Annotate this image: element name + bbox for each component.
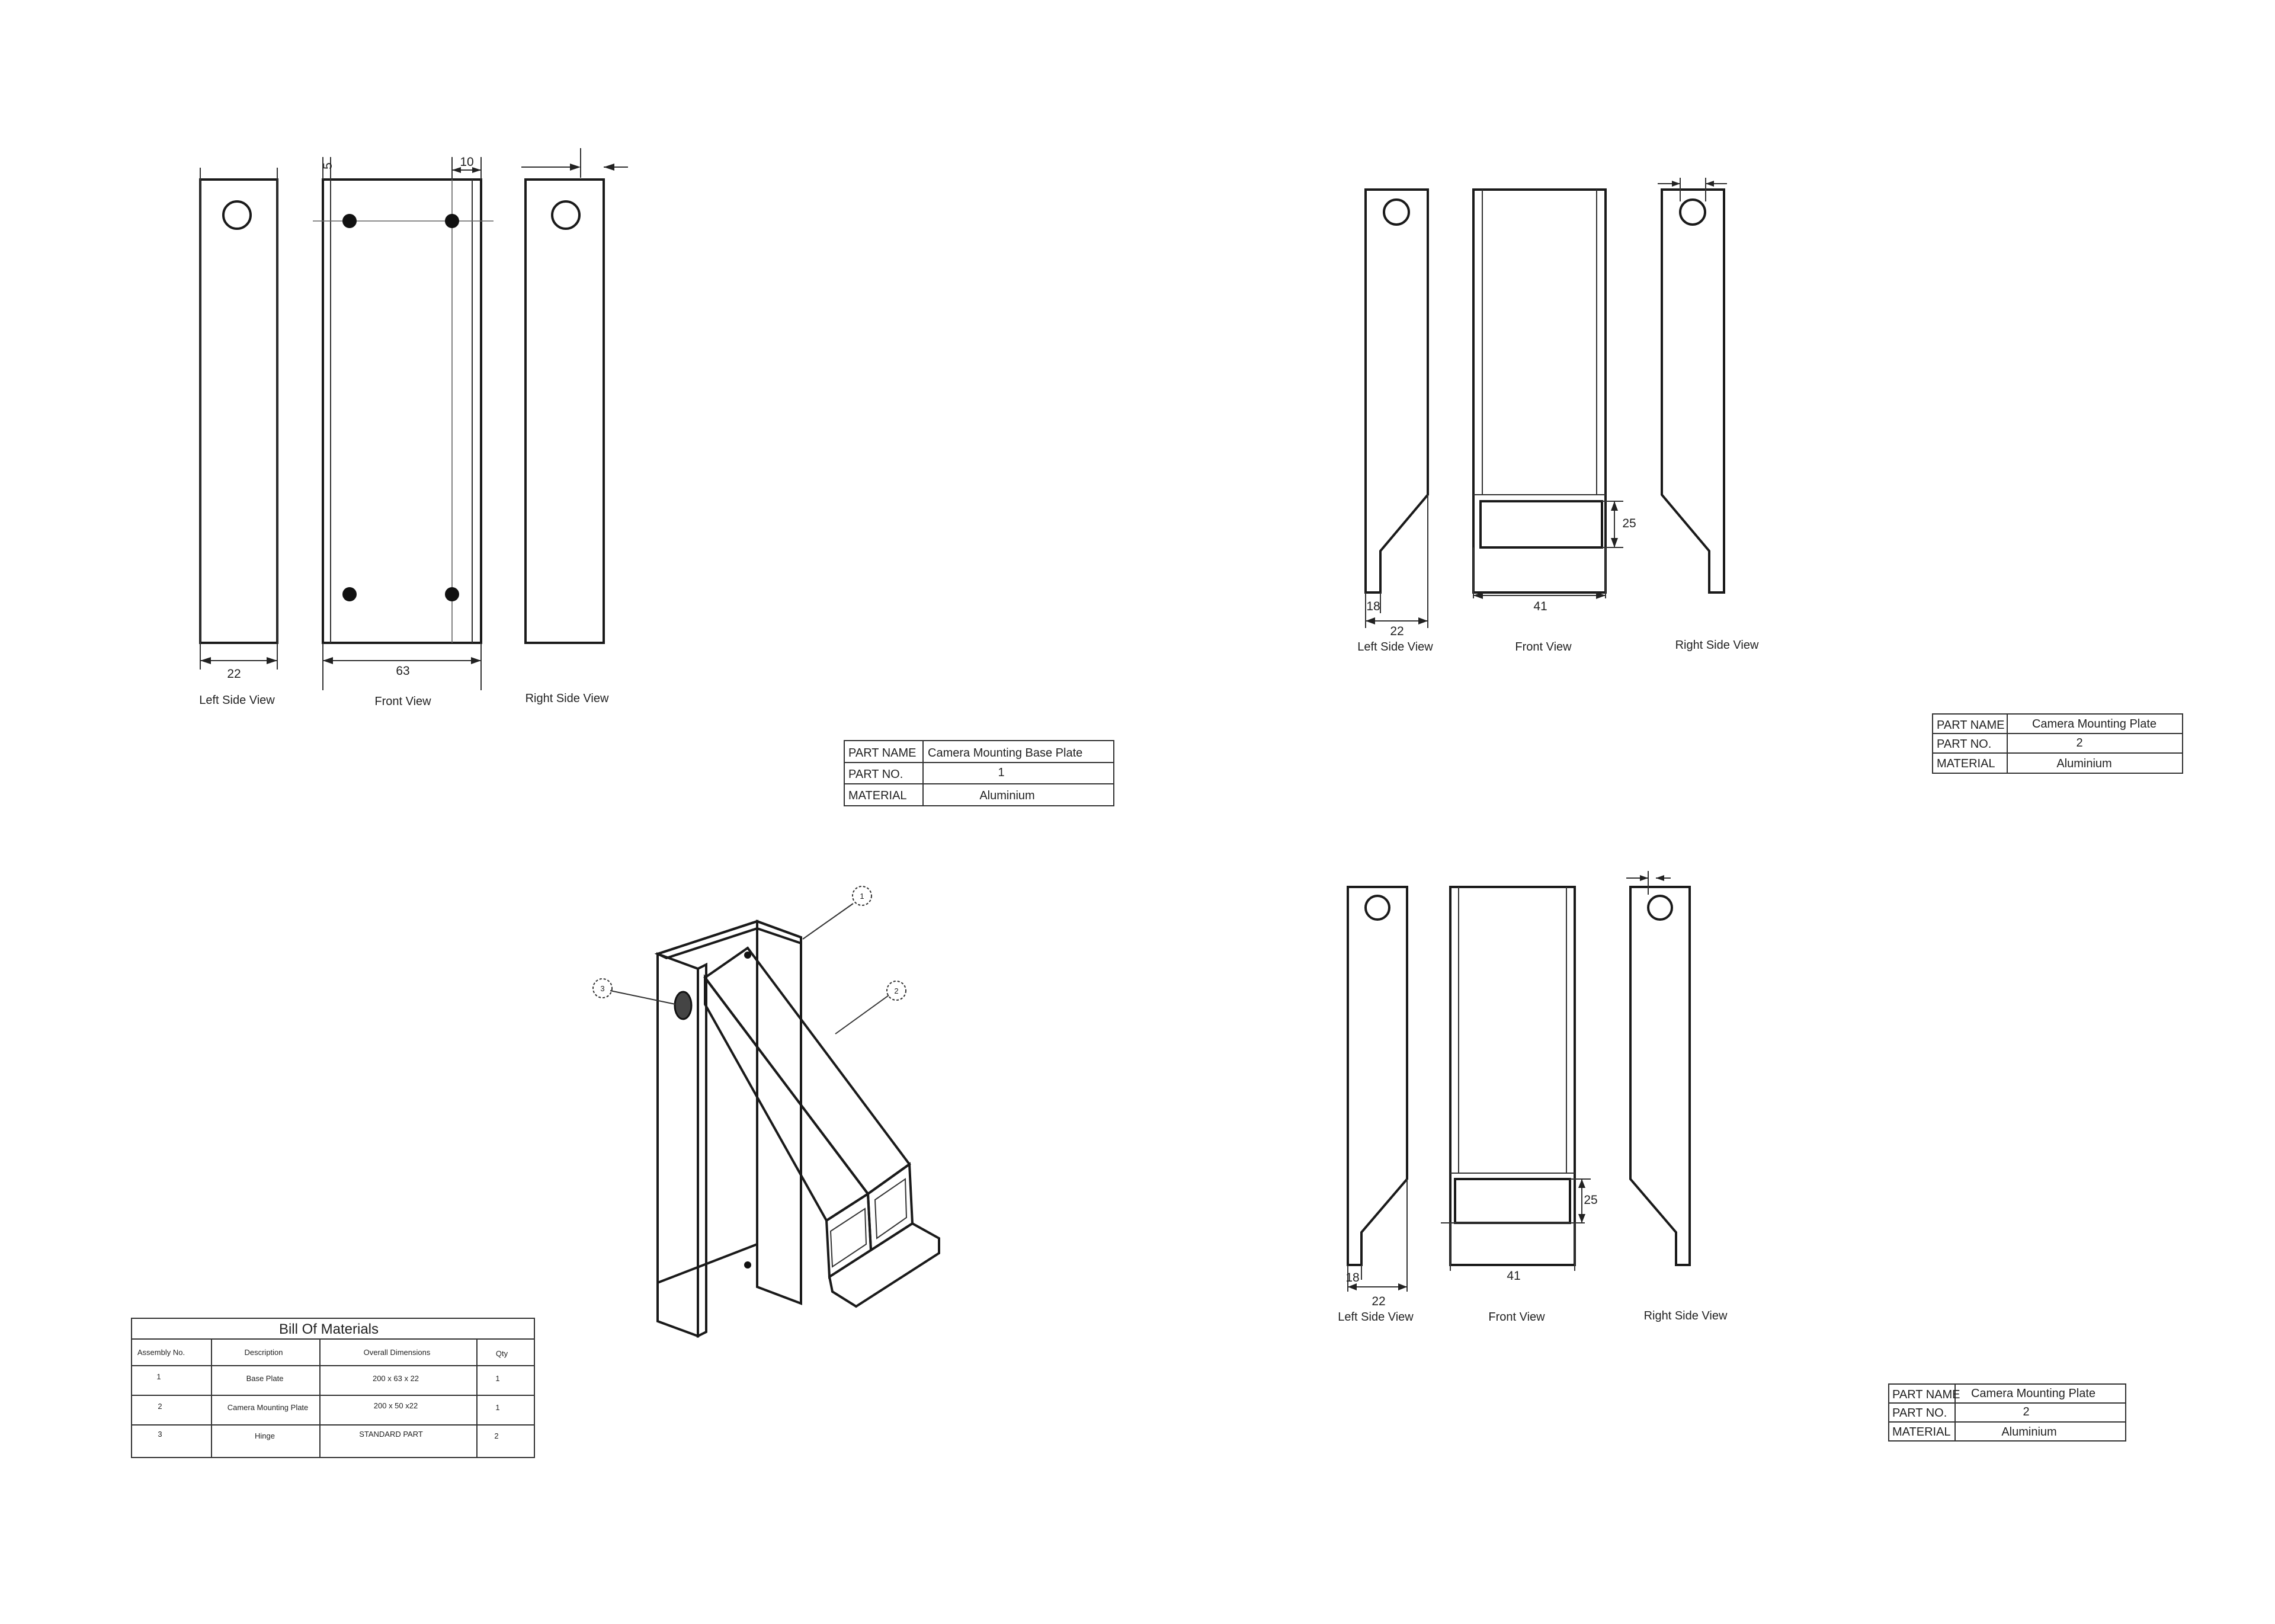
base-dim-offset: 10: [460, 155, 473, 169]
bom-header-dimensions: Overall Dimensions: [364, 1348, 431, 1357]
bom-header-qty: Qty: [496, 1349, 508, 1358]
bill-of-materials-table: Bill Of Materials Assembly No. Descripti…: [131, 1318, 535, 1458]
callout-3-bubble: [592, 978, 613, 998]
plate-b-part-no: 2: [2023, 1405, 2029, 1418]
plate-a-dim-bottom: 18: [1366, 600, 1380, 613]
bom-row-3-desc: Hinge: [255, 1431, 275, 1440]
plate-b-right-side-view: Right Side View: [1626, 871, 1728, 1322]
base-part-no: 1: [998, 766, 1004, 779]
bom-row-3-dims: STANDARD PART: [359, 1430, 423, 1439]
bom-row-1-desc: Base Plate: [246, 1374, 284, 1383]
bom-row-1-qty: 1: [495, 1374, 499, 1383]
base-dim-edge: 5: [321, 162, 335, 169]
sheet-base-plate: 22 Left Side View 5 10: [199, 148, 1114, 806]
plate-b-front-view: 41 25 Front View: [1441, 886, 1598, 1324]
plate-a-dim-slot-w: 41: [1533, 600, 1547, 613]
plate-a-left-side-view: 18 22 Left Side View: [1357, 188, 1433, 654]
bom-row-3-no: 3: [158, 1430, 162, 1439]
plate-b-material: Aluminium: [2001, 1426, 2056, 1439]
base-front-view: 5 10 63 Front View: [313, 155, 494, 708]
plate-a-front-view-label: Front View: [1515, 640, 1572, 654]
base-left-view-label: Left Side View: [199, 694, 275, 707]
plate-b-dim-slot-h: 25: [1584, 1193, 1597, 1207]
mounting-hole-icon: [342, 587, 357, 601]
mounting-hole-icon: [445, 214, 459, 228]
callout-1: 1: [860, 892, 864, 901]
plate-b-part-name-label: PART NAME: [1892, 1388, 1960, 1401]
plate-a-dim-slot-h: 25: [1622, 517, 1636, 530]
base-left-side-view: 22 Left Side View: [199, 168, 278, 707]
mounting-hole-icon: [342, 214, 357, 228]
base-part-name: Camera Mounting Base Plate: [928, 747, 1082, 760]
plate-b-title-block: PART NAME Camera Mounting Plate PART NO.…: [1888, 1383, 2126, 1442]
base-right-view-label: Right Side View: [526, 692, 609, 705]
plate-b-right-view-label: Right Side View: [1644, 1309, 1728, 1322]
bom-row-2-no: 2: [158, 1402, 162, 1411]
sheet-camera-plate-a: 18 22 Left Side View 41 25 Front View: [1357, 178, 2183, 774]
mounting-hole-icon: [744, 1261, 751, 1269]
plate-a-material: Aluminium: [2056, 757, 2111, 770]
hinge-icon: [674, 991, 693, 1020]
plate-a-dim-width: 22: [1390, 624, 1404, 638]
bom-row-3-qty: 2: [494, 1431, 498, 1440]
plate-a-part-no: 2: [2076, 736, 2082, 749]
sheet-camera-plate-b: 18 22 Left Side View 41 25 Front View: [1338, 871, 2126, 1442]
bom-row-2-qty: 1: [495, 1403, 499, 1412]
base-material-label: MATERIAL: [848, 789, 907, 802]
base-material: Aluminium: [979, 789, 1034, 802]
base-front-view-label: Front View: [374, 695, 431, 708]
plate-a-part-name: Camera Mounting Plate: [2032, 717, 2157, 731]
bom-title: Bill Of Materials: [279, 1321, 379, 1337]
mounting-hole-icon: [744, 952, 751, 959]
bom-header-assembly-no: Assembly No.: [137, 1348, 185, 1357]
callout-2: 2: [894, 986, 898, 995]
mounting-hole-icon: [445, 587, 459, 601]
plate-a-front-view: 41 25 Front View: [1472, 188, 1636, 654]
plate-b-dim-slot-w: 41: [1507, 1269, 1520, 1283]
plate-a-title-block: PART NAME Camera Mounting Plate PART NO.…: [1932, 713, 2183, 774]
base-part-name-label: PART NAME: [848, 747, 916, 760]
bom-row-1-dims: 200 x 63 x 22: [373, 1374, 419, 1383]
plate-a-left-view-label: Left Side View: [1357, 640, 1433, 654]
base-title-block: PART NAME Camera Mounting Base Plate PAR…: [844, 740, 1114, 806]
plate-a-right-side-view: Right Side View: [1658, 178, 1759, 652]
bom-row-2-desc: Camera Mounting Plate: [228, 1403, 309, 1412]
isometric-assembly-view: 1 2 3: [592, 886, 940, 1338]
plate-b-material-label: MATERIAL: [1892, 1426, 1951, 1439]
callout-3: 3: [600, 984, 604, 993]
base-part-no-label: PART NO.: [848, 768, 903, 781]
bom-row-2-dims: 200 x 50 x22: [374, 1401, 418, 1410]
plate-b-left-view-label: Left Side View: [1338, 1311, 1414, 1324]
base-dim-length: 63: [396, 664, 409, 678]
plate-b-part-no-label: PART NO.: [1892, 1407, 1947, 1420]
callout-1-bubble: [852, 886, 872, 906]
plate-b-left-side-view: 18 22 Left Side View: [1338, 886, 1414, 1324]
plate-a-part-no-label: PART NO.: [1937, 738, 1991, 751]
callout-2-bubble: [886, 981, 906, 1001]
plate-b-dim-width: 22: [1372, 1295, 1385, 1308]
plate-a-part-name-label: PART NAME: [1937, 719, 2004, 732]
bom-header-description: Description: [244, 1348, 283, 1357]
plate-b-front-view-label: Front View: [1488, 1311, 1545, 1324]
bom-row-1-no: 1: [156, 1372, 161, 1381]
plate-b-part-name: Camera Mounting Plate: [1971, 1387, 2095, 1400]
plate-b-dim-bottom: 18: [1345, 1271, 1359, 1285]
plate-a-right-view-label: Right Side View: [1675, 639, 1759, 652]
base-right-side-view: Right Side View: [521, 148, 628, 705]
base-dim-width: 22: [227, 667, 241, 681]
plate-a-material-label: MATERIAL: [1937, 757, 1995, 770]
